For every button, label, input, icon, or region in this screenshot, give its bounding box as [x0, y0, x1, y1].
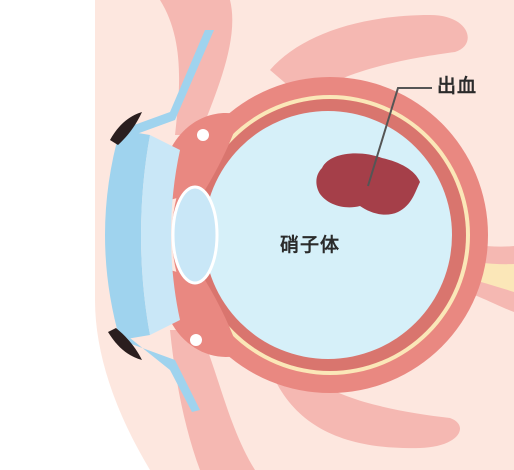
cornea	[105, 130, 150, 340]
vitreous-body-label: 硝子体	[280, 234, 341, 256]
tear-gland-icon	[199, 0, 227, 24]
conjunctiva-lower	[120, 330, 200, 412]
eyelash-icon	[110, 112, 142, 145]
lens	[173, 187, 217, 283]
iris-lower	[170, 270, 240, 357]
hemorrhage-leader-line	[367, 87, 432, 187]
hemorrhage-label: 出血	[437, 75, 478, 97]
highlight-dot-lower	[190, 334, 202, 346]
anterior-chamber	[141, 135, 180, 335]
eyelash-icon	[108, 328, 142, 360]
highlight-dot-upper	[197, 129, 209, 141]
lower-eyelid	[170, 330, 255, 470]
iris-upper	[170, 113, 240, 200]
lens-outline	[171, 185, 219, 285]
